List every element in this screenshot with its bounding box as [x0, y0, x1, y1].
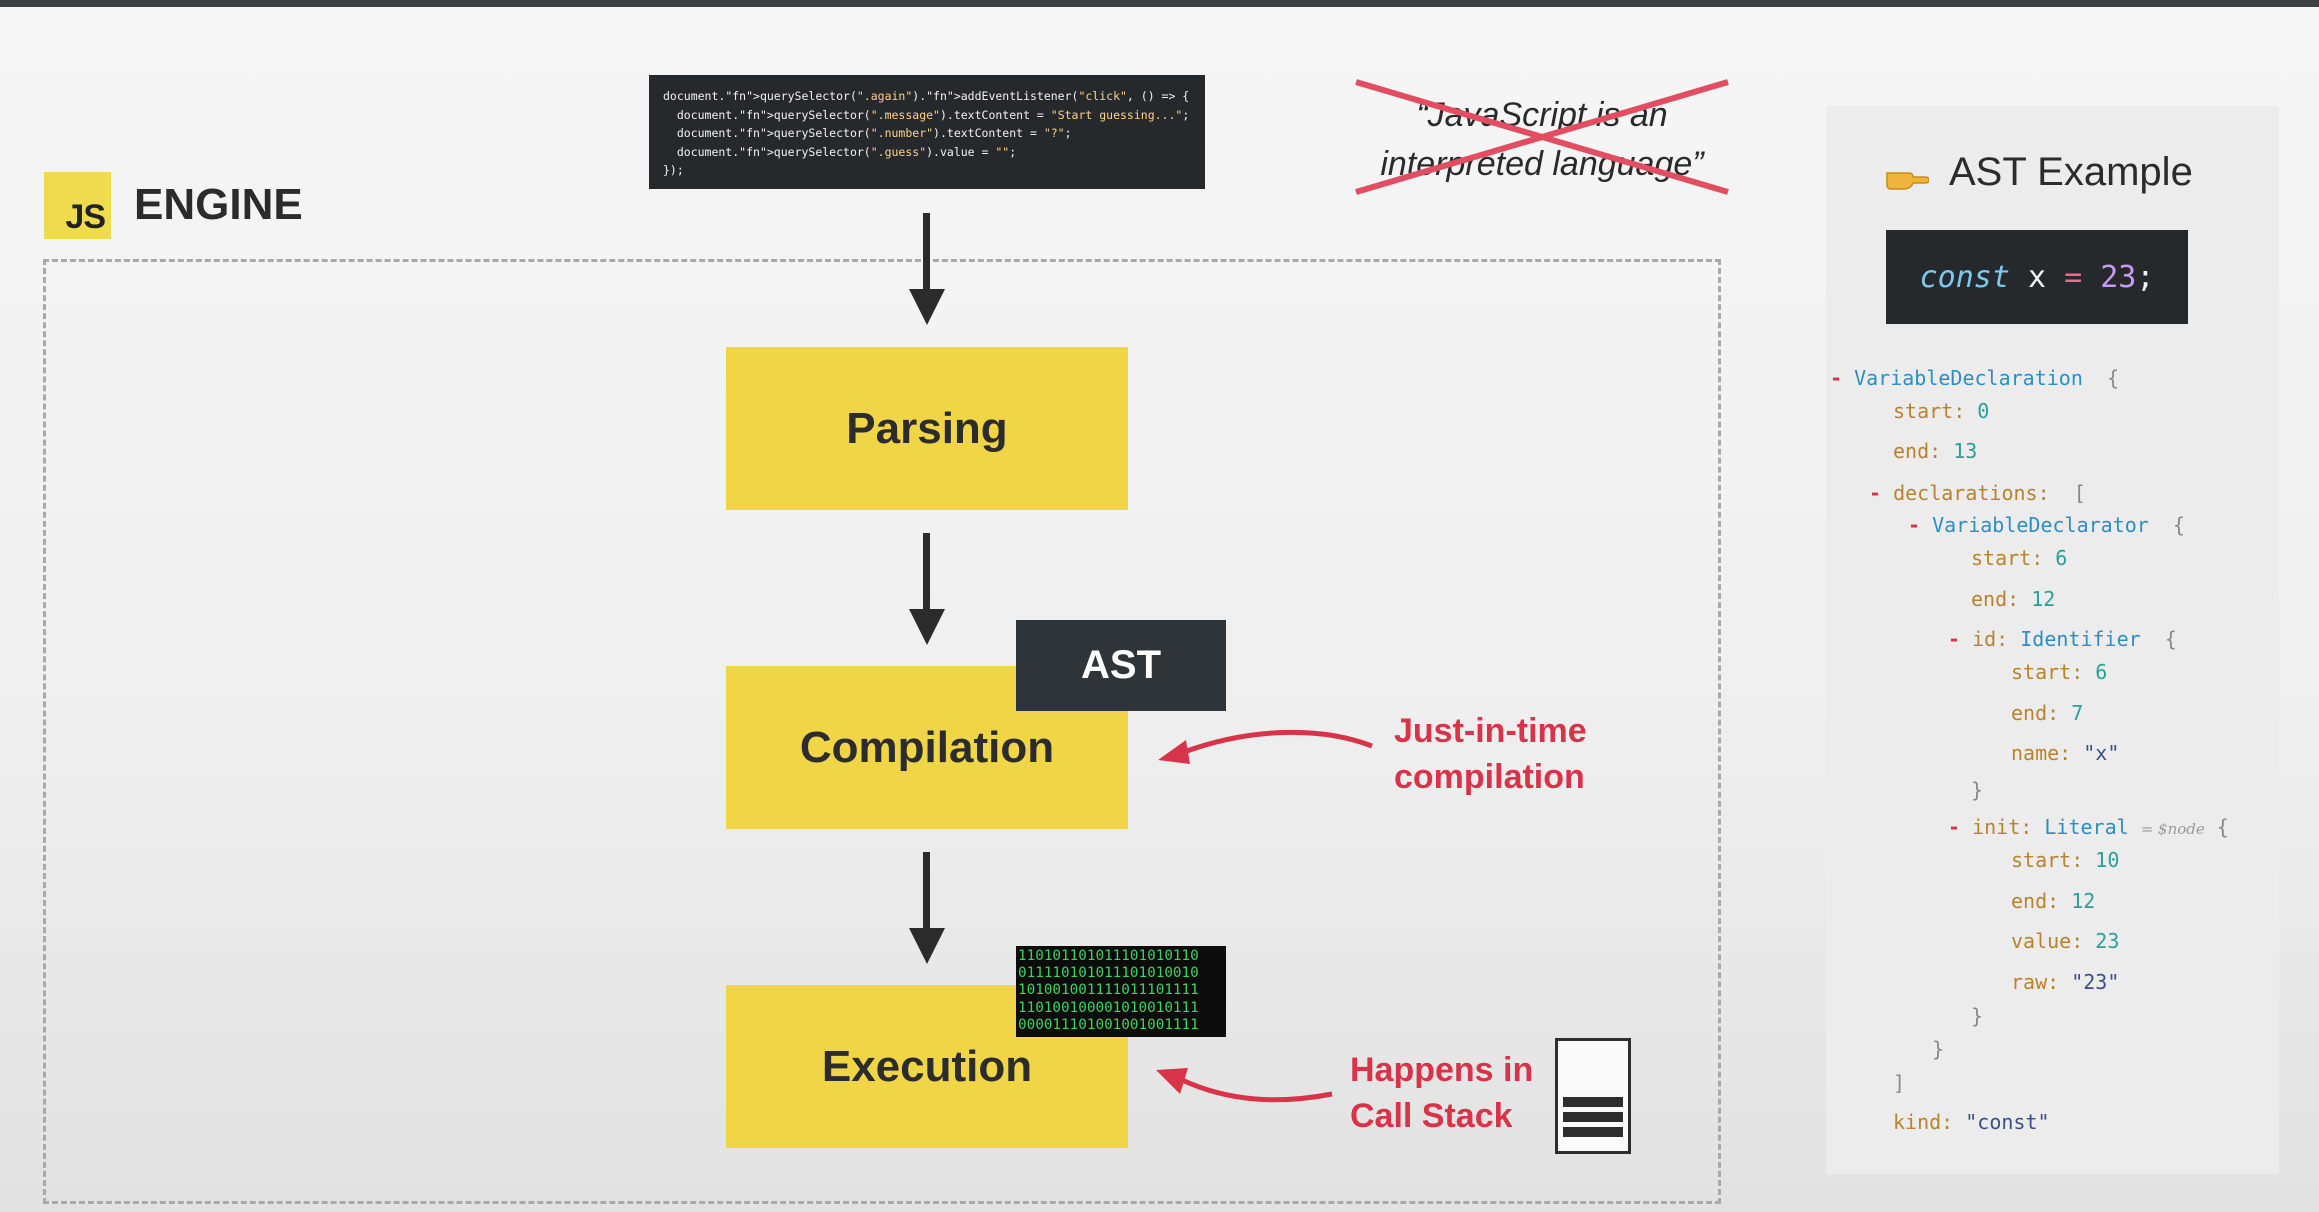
parsing-stage: Parsing [726, 347, 1128, 510]
code-line: document."fn">querySelector(".number").t… [663, 126, 1072, 140]
ast-field: start: 6 [2011, 660, 2108, 684]
jit-label-line-1: Just-in-time [1394, 712, 1587, 750]
binary-line: 101001001111011101111 [1018, 982, 1199, 999]
ast-field: raw: "23" [2011, 970, 2120, 994]
ast-field: end: 13 [1893, 439, 1978, 463]
ast-field: start: 10 [2011, 848, 2120, 872]
code-semicolon: ; [2136, 259, 2155, 295]
code-line: }); [663, 163, 684, 177]
quote-line-2: interpreted language” [1380, 145, 1704, 183]
ast-field: start: 0 [1893, 399, 1990, 423]
down-arrow [909, 533, 945, 645]
call-stack-label-line-2: Call Stack [1350, 1097, 1513, 1135]
binary-line: 110101101011101010110 [1018, 948, 1199, 964]
ast-field: name: "x" [2011, 741, 2120, 765]
down-arrow [909, 852, 945, 964]
compilation-stage: Compilation [726, 666, 1128, 829]
engine-title: ENGINE [134, 180, 303, 229]
source-code-snippet: document."fn">querySelector(".again")."f… [649, 75, 1205, 189]
ast-close-brace: } [1971, 1004, 1984, 1028]
ast-close-bracket: ] [1893, 1071, 1906, 1095]
ast-node-declarations: - declarations: [ [1869, 481, 2086, 505]
ast-tag: AST [1016, 620, 1226, 711]
jit-label-line-2: compilation [1394, 758, 1585, 796]
const-code-box: const x = 23; [1886, 230, 2188, 324]
pointing-hand-icon [1886, 172, 1929, 190]
code-operator: = [2064, 259, 2083, 295]
ast-field: value: 23 [2011, 929, 2120, 953]
quote-text: “JavaScript is an interpreted language” [1352, 91, 1732, 189]
binary-line: 000011101001001001111 [1018, 1016, 1199, 1033]
ast-field: end: 12 [1971, 587, 2056, 611]
js-logo: JS [44, 172, 111, 239]
code-line: document."fn">querySelector(".again")."f… [663, 89, 1190, 103]
code-identifier: x [2027, 259, 2047, 295]
down-arrow [909, 213, 945, 325]
ast-node-id: - id: Identifier { [1948, 627, 2177, 651]
js-logo-text: JS [65, 198, 106, 236]
engine-boundary [43, 259, 1721, 1204]
call-stack-callout-arrow [1156, 1068, 1333, 1103]
ast-field: end: 12 [2011, 889, 2096, 913]
call-stack-label-line-1: Happens in [1350, 1051, 1534, 1089]
ast-close-brace: } [1971, 778, 1984, 802]
cross-out-mark [1355, 79, 1729, 195]
ast-node-init: - init: Literal = $node { [1948, 815, 2229, 839]
code-keyword: const [1919, 259, 2010, 295]
code-value: 23 [2100, 259, 2137, 295]
call-stack-label: Happens in Call Stack [1350, 1047, 1533, 1139]
code-line: document."fn">querySelector(".guess").va… [663, 144, 1017, 159]
jit-callout-arrow [1158, 729, 1373, 764]
machine-code-block: 110101101011101010110 011110101011101010… [1016, 946, 1226, 1037]
ast-example-title: AST Example [1949, 150, 2193, 194]
call-stack-icon [1555, 1038, 1631, 1154]
ast-close-brace: } [1932, 1037, 1945, 1061]
top-bar [0, 0, 2319, 7]
ast-field: start: 6 [1971, 546, 2068, 570]
crossed-out-quote: “JavaScript is an interpreted language” [1352, 70, 1732, 200]
ast-field: kind: "const" [1893, 1110, 2050, 1134]
code-line: document."fn">querySelector(".message").… [663, 107, 1190, 122]
ast-node-root: - VariableDeclaration { [1830, 366, 2119, 390]
jit-label: Just-in-time compilation [1394, 708, 1587, 800]
binary-line: 011110101011101010010 [1018, 965, 1199, 982]
binary-line: 110100100001010010111 [1018, 999, 1199, 1016]
ast-field: end: 7 [2011, 701, 2084, 725]
ast-node-declarator: - VariableDeclarator { [1908, 513, 2185, 537]
